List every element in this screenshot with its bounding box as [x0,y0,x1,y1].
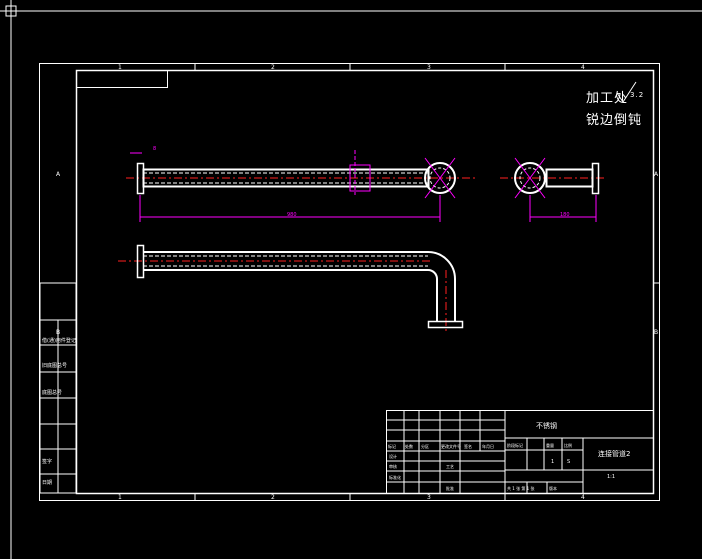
zone-top-4: 4 [581,64,585,71]
zone-top-1: 1 [118,64,122,71]
row-label-4: 工艺 [446,464,454,469]
header-cell-4: 更改文件号 [441,443,461,449]
title-block [386,410,654,494]
zone-right-b: B [654,329,658,336]
side-view-pipe [500,157,605,222]
dim-side-length: 180 [560,212,570,218]
row-label-5: 批准 [446,485,454,491]
side-label-5: 日期 [42,480,52,486]
stage-cell-3: 比例 [564,442,572,448]
zone-bottom-1: 1 [118,494,122,501]
row-label-1: 设计 [389,453,397,459]
note-machining-text: 加工处 [586,91,629,106]
side-label-1: 借(通)用件登记 [42,337,76,344]
title-mark: S [567,459,570,465]
zone-bottom-3: 3 [427,494,431,501]
row-label-2: 标准化 [389,474,401,480]
zone-left-a: A [56,171,61,178]
title-material: 不锈钢 [536,421,557,430]
bent-pipe-view [118,244,464,332]
title-rev: 版本 [549,485,557,491]
header-cell-6: 年月日 [482,443,494,449]
note-edge-deburr: 锐边倒钝 [586,109,642,128]
side-signature-block [39,282,77,494]
zone-bottom-2: 2 [271,494,275,501]
corner-box [76,70,168,88]
title-scale: 1:1 [607,474,615,480]
side-label-2: 旧底图总号 [42,362,67,369]
title-sheet-info: 共 1 张 第 1 张 [507,485,534,491]
sheet-outer-border [39,63,660,501]
stage-cell-2: 重量 [546,442,554,448]
header-cell-2: 处数 [405,443,413,449]
note-edge-text: 锐边倒钝 [586,113,643,128]
row-label-3: 审核 [389,463,397,469]
dim-main-length: 980 [287,212,297,218]
stage-cell-1: 阶段标记 [507,442,523,448]
side-label-4: 签字 [42,458,52,465]
header-cell-5: 签名 [464,443,472,449]
side-label-3: 底图总号 [42,389,62,396]
surface-finish-symbol [616,81,637,103]
zone-top-3: 3 [427,64,431,71]
sheet-inner-border [75,69,655,495]
dim-small-label: 8 [153,146,156,152]
zone-right-a: A [654,171,659,178]
title-qty: 1 [551,459,554,465]
header-cell-3: 分区 [421,443,429,449]
header-cell-1: 标记 [388,443,396,449]
title-part-name: 连接管道2 [598,449,630,458]
zone-bottom-4: 4 [581,494,585,501]
front-view-straight-pipe [126,150,475,222]
zone-top-2: 2 [271,64,275,71]
note-surface-value: 3.2 [630,90,645,99]
